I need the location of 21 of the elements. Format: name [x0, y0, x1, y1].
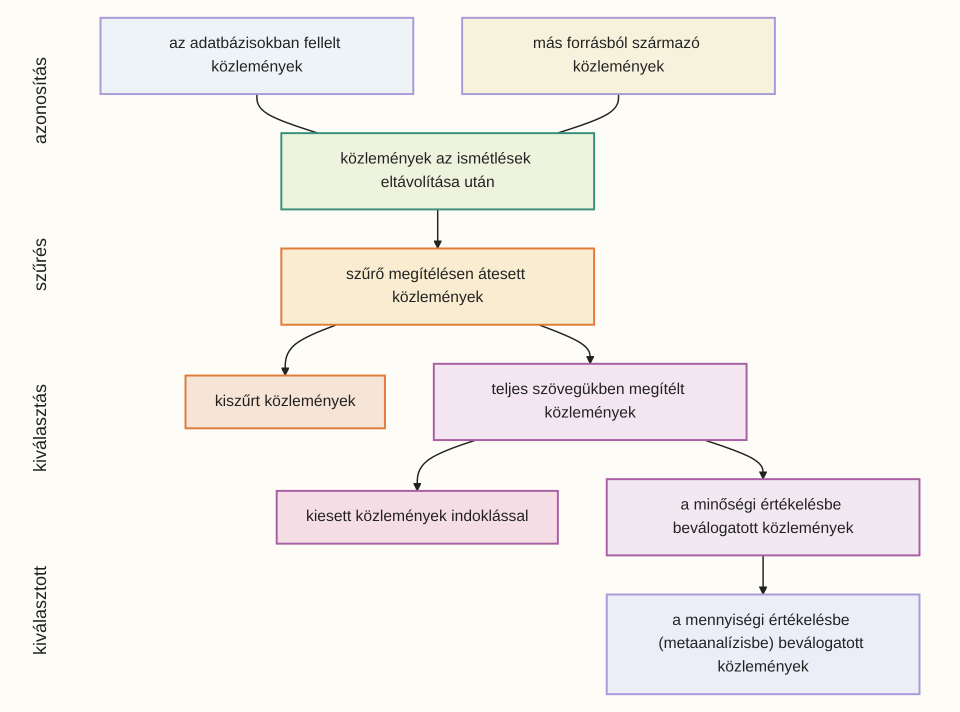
node-box: kiszűrt közlemények [184, 374, 386, 430]
node-box: más forrásból származó közlemények [461, 16, 776, 96]
node-box: szűrő megítélésen átesett közlemények [280, 248, 596, 326]
arrow [704, 439, 768, 480]
arrow [758, 555, 768, 595]
connector [557, 94, 620, 134]
node-box: kiesett közlemények indoklással [276, 490, 559, 545]
node-box: az adatbázisokban fellelt közlemények [100, 16, 414, 96]
arrow [280, 324, 338, 376]
node-box: közlemények az ismétlések eltávolítása után [280, 132, 596, 210]
arrow [412, 439, 476, 492]
connector [256, 94, 318, 134]
node-box: a mennyiségi értékelésbe (metaanalízisbe) beválogatott közlemények [606, 594, 920, 696]
stage-label: azonosítás [30, 56, 50, 144]
arrow [433, 209, 442, 249]
node-box: teljes szövegükben megítélt közlemények [432, 362, 748, 442]
stage-label: kiválasztás [30, 384, 50, 472]
node-box: a minőségi értékelésbe beválogatott közlemények [606, 478, 920, 556]
stage-label: szűrés [30, 238, 50, 291]
arrow [538, 324, 594, 364]
stage-label: kiválasztott [30, 566, 50, 656]
